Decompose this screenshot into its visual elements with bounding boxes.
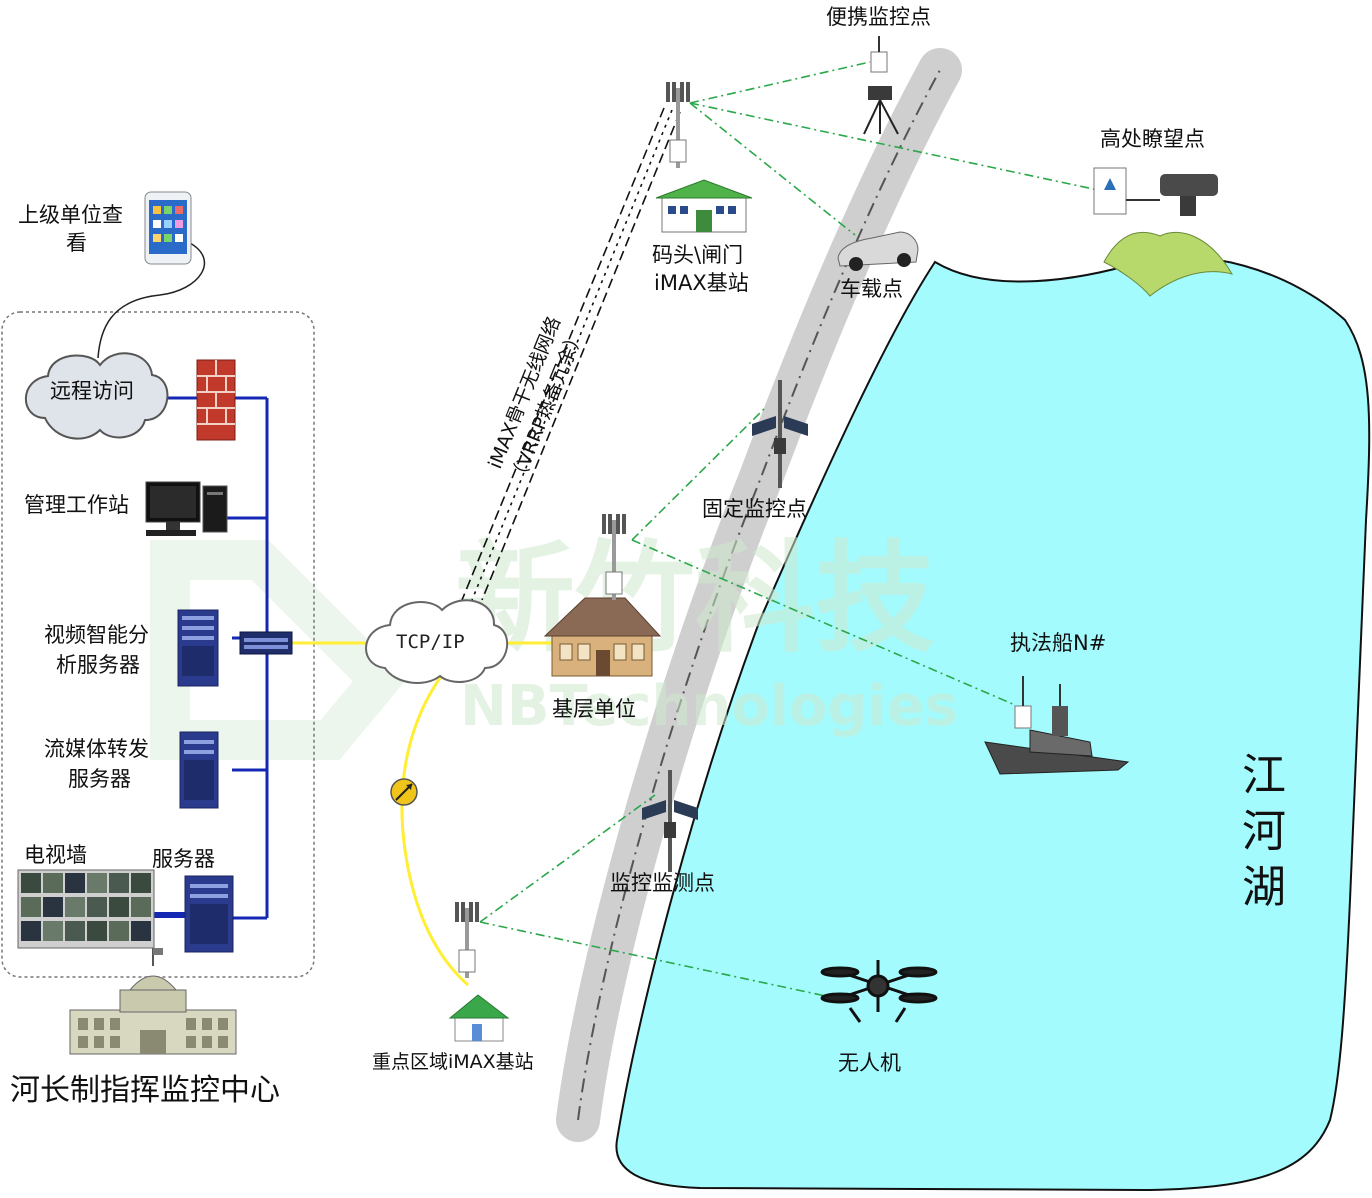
high-lookout-label: 高处瞭望点 xyxy=(1100,127,1205,151)
grassroots-unit-label: 基层单位 xyxy=(552,697,636,721)
warship-icon xyxy=(984,676,1130,775)
antenna-towers xyxy=(455,82,690,978)
monitor-point-label: 监控监测点 xyxy=(610,871,715,895)
lake-label-char3: 湖 xyxy=(1242,862,1286,913)
video-wall-icon xyxy=(17,869,155,949)
video-wall-screen xyxy=(21,897,41,917)
tv-wall-label: 电视墙 xyxy=(24,843,87,867)
dock-station-label-line2: iMAX基站 xyxy=(654,271,749,295)
video-wall-screen xyxy=(131,897,151,917)
video-wall-screen xyxy=(65,921,85,941)
dock-station-label-line1: 码头\闸门 xyxy=(652,243,743,267)
antenna-tower-icon xyxy=(666,82,690,168)
video-wall-screen xyxy=(21,873,41,893)
cloud-icon xyxy=(24,352,169,440)
video-wall-screen xyxy=(65,873,85,893)
key-area-station-label: 重点区域iMAX基站 xyxy=(372,1051,534,1073)
watermark-main: 新竹科技 xyxy=(455,530,935,669)
video-wall-screen xyxy=(43,873,63,893)
enforcement-ship-label: 执法船N# xyxy=(1010,631,1106,655)
firewall-icon xyxy=(196,359,236,441)
lake-area xyxy=(615,255,1371,1192)
server-label: 服务器 xyxy=(152,847,215,871)
video-wall-screen xyxy=(131,873,151,893)
smartphone-icon xyxy=(144,191,192,265)
lake-label-char1: 江 xyxy=(1242,750,1286,801)
rack-server-icon xyxy=(179,731,219,809)
house-icon xyxy=(655,179,753,233)
video-wall-screen xyxy=(109,873,129,893)
video-ai-server-label-line1: 视频智能分 xyxy=(44,623,149,647)
watermark: 新竹科技 NBTechnologies xyxy=(150,530,958,760)
solar-pole-icon xyxy=(642,770,698,872)
fiber-converter-icon xyxy=(390,778,418,806)
backbone-label: iMAX骨干无线网络 （VRRP热备冗余） xyxy=(484,314,588,487)
rack-server-icon xyxy=(177,609,219,687)
video-wall-screen xyxy=(131,921,151,941)
wireless-access-links xyxy=(479,61,1099,999)
vehicle-point-label: 车载点 xyxy=(840,277,903,301)
remote-viewer-label-line1: 上级单位查 xyxy=(18,203,123,227)
video-wall-screen xyxy=(21,921,41,941)
streaming-server-label-line1: 流媒体转发 xyxy=(44,737,149,761)
antenna-tower-icon xyxy=(455,902,479,978)
video-wall-screen xyxy=(109,897,129,917)
video-ai-server-label-line2: 析服务器 xyxy=(56,653,140,677)
house-icon xyxy=(448,994,510,1042)
video-wall-screen xyxy=(87,873,107,893)
mountain-icon xyxy=(1103,231,1234,297)
drone-icon xyxy=(820,960,938,1023)
video-wall-screen xyxy=(109,921,129,941)
portable-point-label: 便携监控点 xyxy=(826,5,931,29)
government-building-icon xyxy=(69,948,237,1055)
fixed-point-label: 固定监控点 xyxy=(702,497,807,521)
drone-label: 无人机 xyxy=(838,1051,901,1075)
rack-server-icon xyxy=(184,875,234,953)
tripod-icon xyxy=(863,36,899,135)
video-wall-screen xyxy=(65,897,85,917)
cloud-icon xyxy=(365,599,509,684)
network-switch-icon xyxy=(239,631,293,655)
road-centerline xyxy=(577,69,941,1121)
command-center-label: 河长制指挥监控中心 xyxy=(10,1073,280,1108)
streaming-server-label-line2: 服务器 xyxy=(68,767,131,791)
remote-viewer-label-line2: 看 xyxy=(66,231,87,255)
car-icon xyxy=(837,231,919,271)
watermark-sub: NBTechnologies xyxy=(460,674,958,739)
phone-cable xyxy=(97,242,206,359)
video-wall-screen xyxy=(87,921,107,941)
video-wall-screen xyxy=(87,897,107,917)
ptz-camera-icon xyxy=(1093,167,1218,216)
backbone-wireless-link xyxy=(461,107,681,601)
tcpip-label: TCP/IP xyxy=(396,631,465,653)
remote-access-label: 远程访问 xyxy=(50,379,134,403)
solar-pole-icon xyxy=(752,380,808,488)
video-wall-screen xyxy=(43,897,63,917)
lake-label-char2: 河 xyxy=(1242,806,1286,857)
antenna-tower-icon xyxy=(602,514,626,600)
house-icon xyxy=(543,597,662,677)
workstation-label: 管理工作站 xyxy=(24,493,129,517)
video-wall-screen xyxy=(43,921,63,941)
desktop-pc-icon xyxy=(145,481,228,536)
